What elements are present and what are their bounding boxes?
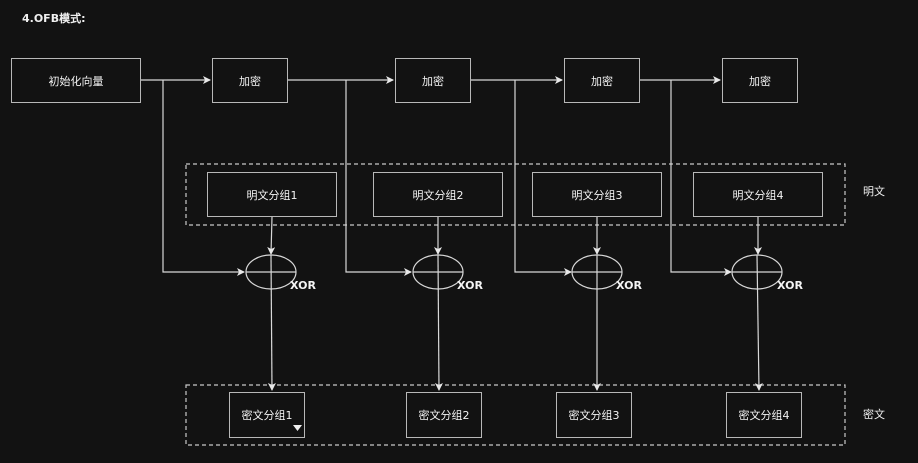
encrypt-label: 加密 xyxy=(591,74,613,88)
plaintext-block-label: 明文分组2 xyxy=(412,188,464,202)
ciphertext-block-1[interactable]: 密文分组1 xyxy=(229,392,305,438)
encrypt-box-1[interactable]: 加密 xyxy=(212,58,288,103)
ciphertext-block-label: 密文分组1 xyxy=(241,409,293,422)
plaintext-block-4[interactable]: 明文分组4 xyxy=(693,172,823,217)
plaintext-block-label: 明文分组1 xyxy=(246,188,298,202)
branch-2 xyxy=(345,80,412,276)
arrow-xor4-to-ct4 xyxy=(754,254,763,391)
encrypt-box-4[interactable]: 加密 xyxy=(722,58,798,103)
ciphertext-block-label: 密文分组2 xyxy=(418,409,470,422)
encrypt-label: 加密 xyxy=(422,74,444,88)
encrypt-label: 加密 xyxy=(749,74,771,88)
arrow-pt1-to-xor1 xyxy=(267,216,276,255)
plaintext-block-3[interactable]: 明文分组3 xyxy=(532,172,662,217)
plaintext-block-label: 明文分组4 xyxy=(732,188,784,202)
iv-box[interactable]: 初始化向量 xyxy=(11,58,141,103)
encrypt-box-2[interactable]: 加密 xyxy=(395,58,471,103)
xor-label-4: XOR xyxy=(777,279,803,292)
plaintext-block-1[interactable]: 明文分组1 xyxy=(207,172,337,217)
branch-4 xyxy=(670,80,732,276)
branch-3 xyxy=(514,80,572,276)
encrypt-label: 加密 xyxy=(239,74,261,88)
branch-1 xyxy=(162,80,245,276)
ciphertext-block-3[interactable]: 密文分组3 xyxy=(556,392,632,438)
ciphertext-block-label: 密文分组3 xyxy=(568,409,620,422)
plaintext-group-label: 明文 xyxy=(863,185,885,198)
ciphertext-group-container xyxy=(185,384,846,446)
arrow-xor1-to-ct1 xyxy=(267,254,276,391)
plaintext-block-2[interactable]: 明文分组2 xyxy=(373,172,503,217)
ciphertext-block-4[interactable]: 密文分组4 xyxy=(726,392,802,438)
plaintext-block-label: 明文分组3 xyxy=(571,188,623,202)
xor-label-1: XOR xyxy=(290,279,316,292)
diagram-title: 4.OFB模式: xyxy=(22,12,86,25)
iv-label: 初始化向量 xyxy=(48,74,104,88)
ciphertext-group-label: 密文 xyxy=(863,408,885,421)
xor-label-2: XOR xyxy=(457,279,483,292)
xor-label-3: XOR xyxy=(616,279,642,292)
encrypt-box-3[interactable]: 加密 xyxy=(564,58,640,103)
ciphertext-block-label: 密文分组4 xyxy=(738,409,790,422)
arrow-xor2-to-ct2 xyxy=(434,254,443,391)
ciphertext-block-2[interactable]: 密文分组2 xyxy=(406,392,482,438)
